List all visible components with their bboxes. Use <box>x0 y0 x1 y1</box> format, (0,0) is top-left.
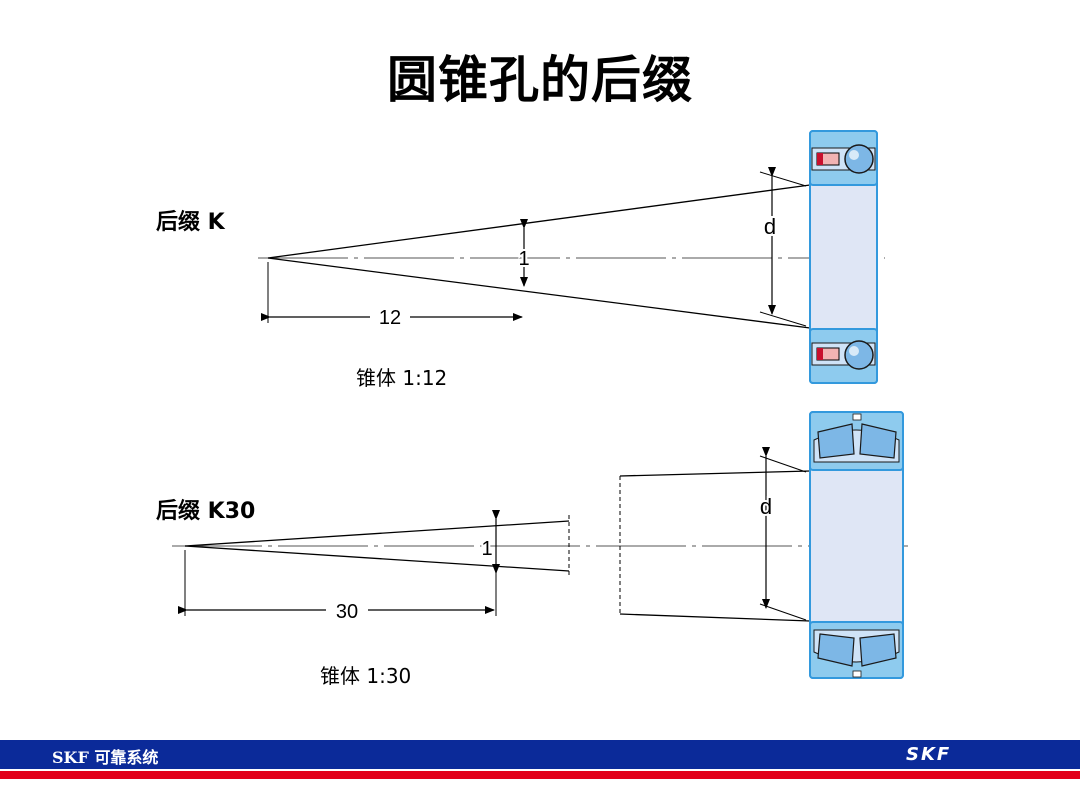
taper-upper-line <box>184 520 570 547</box>
taper-diagram: 1 12 d 1 <box>172 130 910 679</box>
page-title: 圆锥孔的后缀 <box>387 50 693 109</box>
taper-caption-k: 锥体 1:12 <box>356 366 448 390</box>
bore-leader-top <box>759 171 807 187</box>
bore-leader-top <box>759 455 807 473</box>
footer-accent-stripe <box>0 771 1080 779</box>
taper-upper-line <box>267 184 811 259</box>
bore-leader-bottom <box>759 603 807 621</box>
roller-bearing-section <box>809 411 904 679</box>
taper-lower-line <box>267 257 811 329</box>
taper-upper-continued <box>619 470 811 477</box>
length-label: 12 <box>379 307 401 329</box>
height-label: 1 <box>481 538 492 560</box>
bore-label: d <box>764 214 776 239</box>
ball-bearing-section <box>809 130 878 384</box>
taper-k-drawing: 1 12 d <box>258 130 885 384</box>
section-label-k30: 后缀 K30 <box>156 499 256 524</box>
taper-lower-line <box>184 545 570 572</box>
taper-lower-continued <box>619 613 811 622</box>
footer-text: SKF 可靠系统 <box>52 748 159 767</box>
footer-bar <box>0 740 1080 769</box>
height-label: 1 <box>518 248 529 270</box>
taper-caption-k30: 锥体 1:30 <box>320 664 412 688</box>
section-label-k: 后缀 K <box>156 210 225 235</box>
bore-label: d <box>760 494 772 519</box>
brand-logo: SKF <box>906 744 952 765</box>
taper-k30-drawing: 1 30 d <box>172 411 910 679</box>
length-label: 30 <box>336 601 358 623</box>
bore-leader-bottom <box>759 311 807 327</box>
